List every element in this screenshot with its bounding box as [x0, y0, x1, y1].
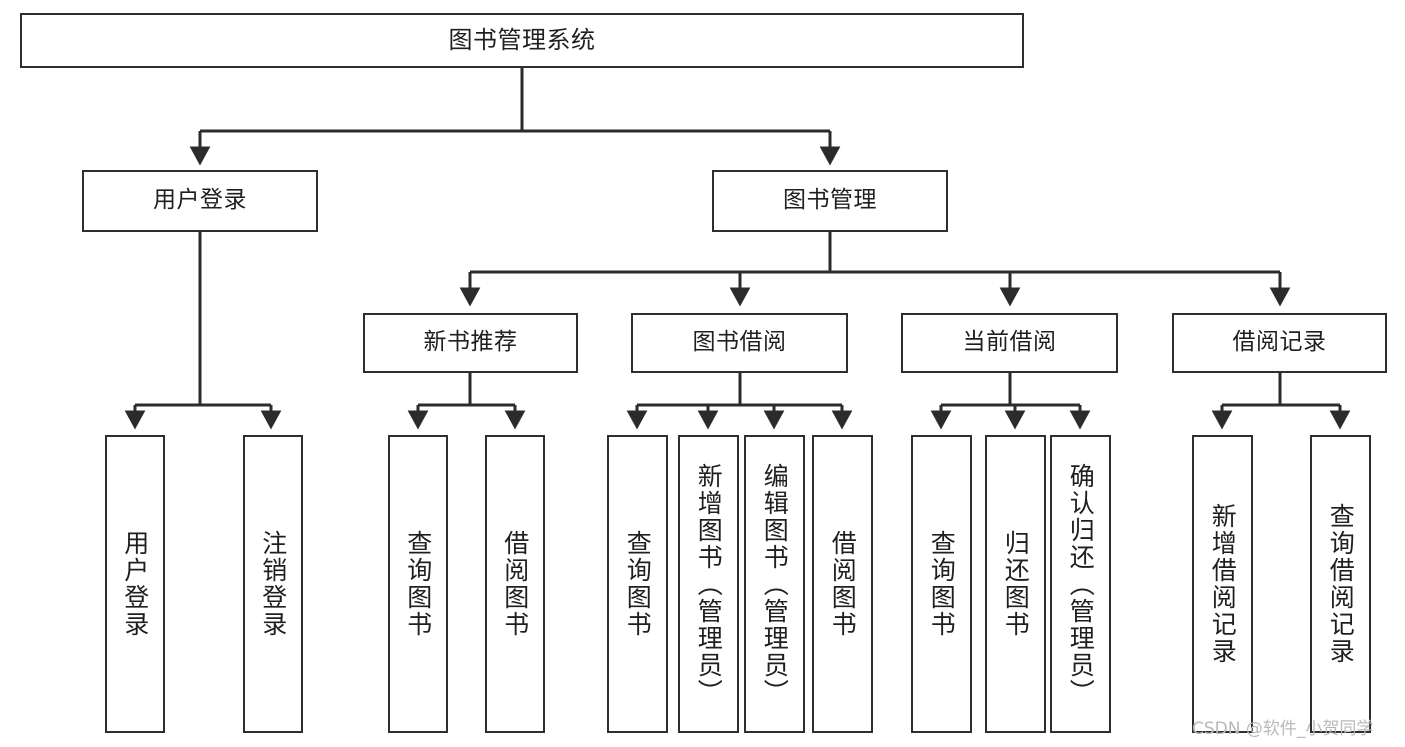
node-leaf-confirm-return[interactable]: 确认归还（管理员） — [1050, 435, 1111, 733]
node-leaf-borrow-book-1[interactable]: 借阅图书 — [485, 435, 545, 733]
node-leaf-add-book[interactable]: 新增图书（管理员） — [678, 435, 739, 733]
node-leaf-user-logout[interactable]: 注销登录 — [243, 435, 303, 733]
node-book-manage[interactable]: 图书管理 — [712, 170, 948, 232]
node-leaf-query-book-3[interactable]: 查询图书 — [911, 435, 972, 733]
node-borrow-record-label: 借阅记录 — [1232, 329, 1327, 356]
node-leaf-return-book-label: 归还图书 — [1001, 530, 1031, 638]
node-leaf-edit-book[interactable]: 编辑图书（管理员） — [744, 435, 805, 733]
node-leaf-query-book-3-label: 查询图书 — [927, 530, 957, 638]
node-leaf-borrow-book-2[interactable]: 借阅图书 — [812, 435, 873, 733]
node-root[interactable]: 图书管理系统 — [20, 13, 1024, 68]
node-book-borrow-label: 图书借阅 — [692, 329, 787, 356]
node-leaf-add-book-label: 新增图书（管理员） — [694, 462, 724, 706]
node-user-login[interactable]: 用户登录 — [82, 170, 318, 232]
node-root-label: 图书管理系统 — [448, 26, 596, 55]
node-leaf-query-record-label: 查询借阅记录 — [1326, 503, 1356, 665]
watermark: CSDN @软件_小贺同学 — [1192, 719, 1374, 739]
node-leaf-query-book-2-label: 查询图书 — [623, 530, 653, 638]
node-current-borrow[interactable]: 当前借阅 — [901, 313, 1118, 373]
node-new-book-rec-label: 新书推荐 — [423, 329, 518, 356]
node-leaf-query-record[interactable]: 查询借阅记录 — [1310, 435, 1371, 733]
node-book-manage-label: 图书管理 — [783, 187, 877, 214]
node-leaf-borrow-book-2-label: 借阅图书 — [828, 530, 858, 638]
node-current-borrow-label: 当前借阅 — [962, 329, 1057, 356]
node-borrow-record[interactable]: 借阅记录 — [1172, 313, 1387, 373]
node-leaf-return-book[interactable]: 归还图书 — [985, 435, 1046, 733]
node-leaf-user-login[interactable]: 用户登录 — [105, 435, 165, 733]
node-leaf-add-record[interactable]: 新增借阅记录 — [1192, 435, 1253, 733]
node-user-login-label: 用户登录 — [153, 187, 247, 214]
node-leaf-query-book-1[interactable]: 查询图书 — [388, 435, 448, 733]
node-leaf-borrow-book-1-label: 借阅图书 — [500, 530, 530, 638]
node-leaf-query-book-1-label: 查询图书 — [403, 530, 433, 638]
node-leaf-add-record-label: 新增借阅记录 — [1208, 503, 1238, 665]
node-book-borrow[interactable]: 图书借阅 — [631, 313, 848, 373]
node-new-book-rec[interactable]: 新书推荐 — [363, 313, 578, 373]
node-leaf-query-book-2[interactable]: 查询图书 — [607, 435, 668, 733]
node-leaf-user-login-label: 用户登录 — [120, 530, 150, 638]
node-leaf-confirm-return-label: 确认归还（管理员） — [1066, 462, 1096, 706]
node-leaf-user-logout-label: 注销登录 — [258, 530, 288, 638]
node-leaf-edit-book-label: 编辑图书（管理员） — [760, 462, 790, 706]
